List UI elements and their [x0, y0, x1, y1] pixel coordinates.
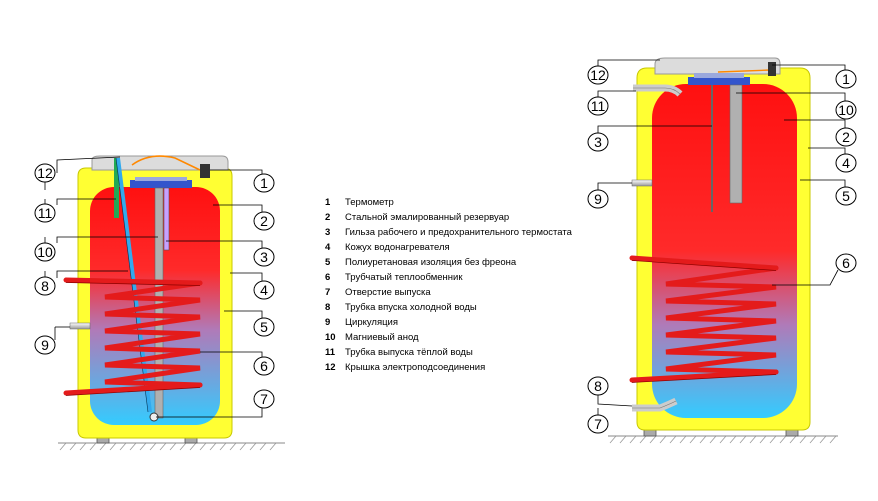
legend-number: 9 [325, 317, 331, 328]
legend-text: Трубчатый теплообменник [345, 272, 463, 283]
legend-text: Крышка электроподсоединения [345, 362, 486, 373]
circulation-port [69, 322, 91, 330]
flange-top [135, 177, 187, 181]
thermometer-box [200, 164, 210, 178]
legend-text: Трубка впуска холодной воды [345, 302, 477, 313]
heat-exchanger-coil [63, 277, 203, 396]
cold-water-inlet-edge [632, 400, 677, 409]
left-callouts [55, 156, 263, 418]
right-callouts [597, 59, 846, 416]
legend-number: 12 [325, 362, 336, 373]
callout-10: 10 [838, 102, 854, 118]
callout-6: 6 [260, 358, 268, 374]
legend: 1 Термометр 2 Стальной эмалированный резер… [322, 195, 622, 375]
callout-5: 5 [842, 188, 850, 204]
legend-number: 7 [325, 287, 331, 298]
legend-text: Отверстие выпуска [345, 287, 431, 298]
legend-item: 2 Стальной эмалированный резервуар [322, 210, 622, 225]
legend-item: 1 Термометр [322, 195, 622, 210]
cold-water-pipe-edge [115, 157, 149, 413]
thermometer-box [768, 62, 776, 76]
callout-2: 2 [260, 213, 268, 229]
legend-item: 10 Магниевый анод [322, 330, 622, 345]
flange [688, 77, 750, 85]
legend-number: 1 [325, 197, 331, 208]
legend-number: 3 [325, 227, 331, 238]
ground-hatch [59, 442, 277, 451]
hot-water-outlet-edge [633, 87, 681, 95]
magnesium-anode [729, 84, 743, 204]
thermometer-wire [131, 155, 201, 171]
callout-11: 11 [38, 205, 53, 221]
legend-item: 8 Трубка впуска холодной воды [322, 300, 622, 315]
legend-item: 9 Циркуляция [322, 315, 622, 330]
callout-8: 8 [594, 378, 602, 394]
circulation-port [631, 179, 653, 187]
legend-text: Стальной эмалированный резервуар [345, 212, 510, 223]
callout-7: 7 [594, 416, 602, 432]
thermometer-wire [717, 69, 771, 73]
legend-text: Трубка выпуска тёплой воды [345, 347, 473, 358]
legend-number: 11 [325, 347, 336, 358]
legend-item: 3 Гильза рабочего и предохранительного те… [322, 225, 622, 240]
legend-item: 7 Отверстие выпуска [322, 285, 622, 300]
legend-number: 8 [325, 302, 331, 313]
callout-5: 5 [260, 319, 268, 335]
legend-number: 4 [325, 242, 331, 253]
callout-7: 7 [260, 391, 268, 407]
callout-4: 4 [842, 155, 850, 171]
flange [130, 180, 192, 188]
callout-4: 4 [260, 282, 268, 298]
flange-top [694, 73, 744, 78]
callout-3: 3 [260, 249, 268, 265]
callout-9: 9 [41, 337, 49, 353]
callout-12: 12 [590, 67, 606, 83]
legend-item: 4 Кожух водонагревателя [322, 240, 622, 255]
callout-8: 8 [41, 278, 49, 294]
legend-text: Магниевый анод [345, 332, 419, 343]
callout-1: 1 [260, 175, 268, 191]
callout-12: 12 [37, 165, 53, 181]
callout-6: 6 [842, 255, 850, 271]
right-callout-circles [587, 65, 857, 434]
callout-1: 1 [842, 71, 850, 87]
legend-number: 10 [325, 332, 336, 343]
legend-text: Кожух водонагревателя [345, 242, 450, 253]
callout-10: 10 [37, 244, 53, 260]
callout-3: 3 [594, 134, 602, 150]
legend-number: 5 [325, 257, 331, 268]
left-callout-circles [34, 163, 275, 409]
cold-water-pipe [116, 157, 152, 413]
callout-11: 11 [591, 98, 606, 114]
legend-text: Термометр [345, 197, 394, 208]
legend-number: 6 [325, 272, 331, 283]
left-heater: 12 11 10 8 9 1 2 3 4 5 6 7 [34, 155, 285, 451]
hot-water-pipe [114, 158, 119, 218]
legend-item: 5 Полиуретановая изоляция без фреона [322, 255, 622, 270]
top-cap [654, 57, 781, 75]
callout-9: 9 [594, 191, 602, 207]
legend-text: Гильза рабочего и предохранительного тер… [345, 227, 572, 238]
heat-exchanger-coil [629, 255, 779, 383]
right-heater: 12 11 3 9 8 7 1 10 2 4 5 6 [587, 57, 857, 444]
legend-text: Циркуляция [345, 317, 399, 328]
callout-2: 2 [842, 129, 850, 145]
legend-item: 11 Трубка выпуска тёплой воды [322, 345, 622, 360]
ground-hatch [609, 435, 837, 444]
legend-text: Полиуретановая изоляция без фреона [345, 257, 517, 268]
thermostat-sleeve [163, 187, 170, 251]
legend-number: 2 [325, 212, 331, 223]
legend-item: 6 Трубчатый теплообменник [322, 270, 622, 285]
legend-item: 12 Крышка электроподсоединения [322, 360, 622, 375]
